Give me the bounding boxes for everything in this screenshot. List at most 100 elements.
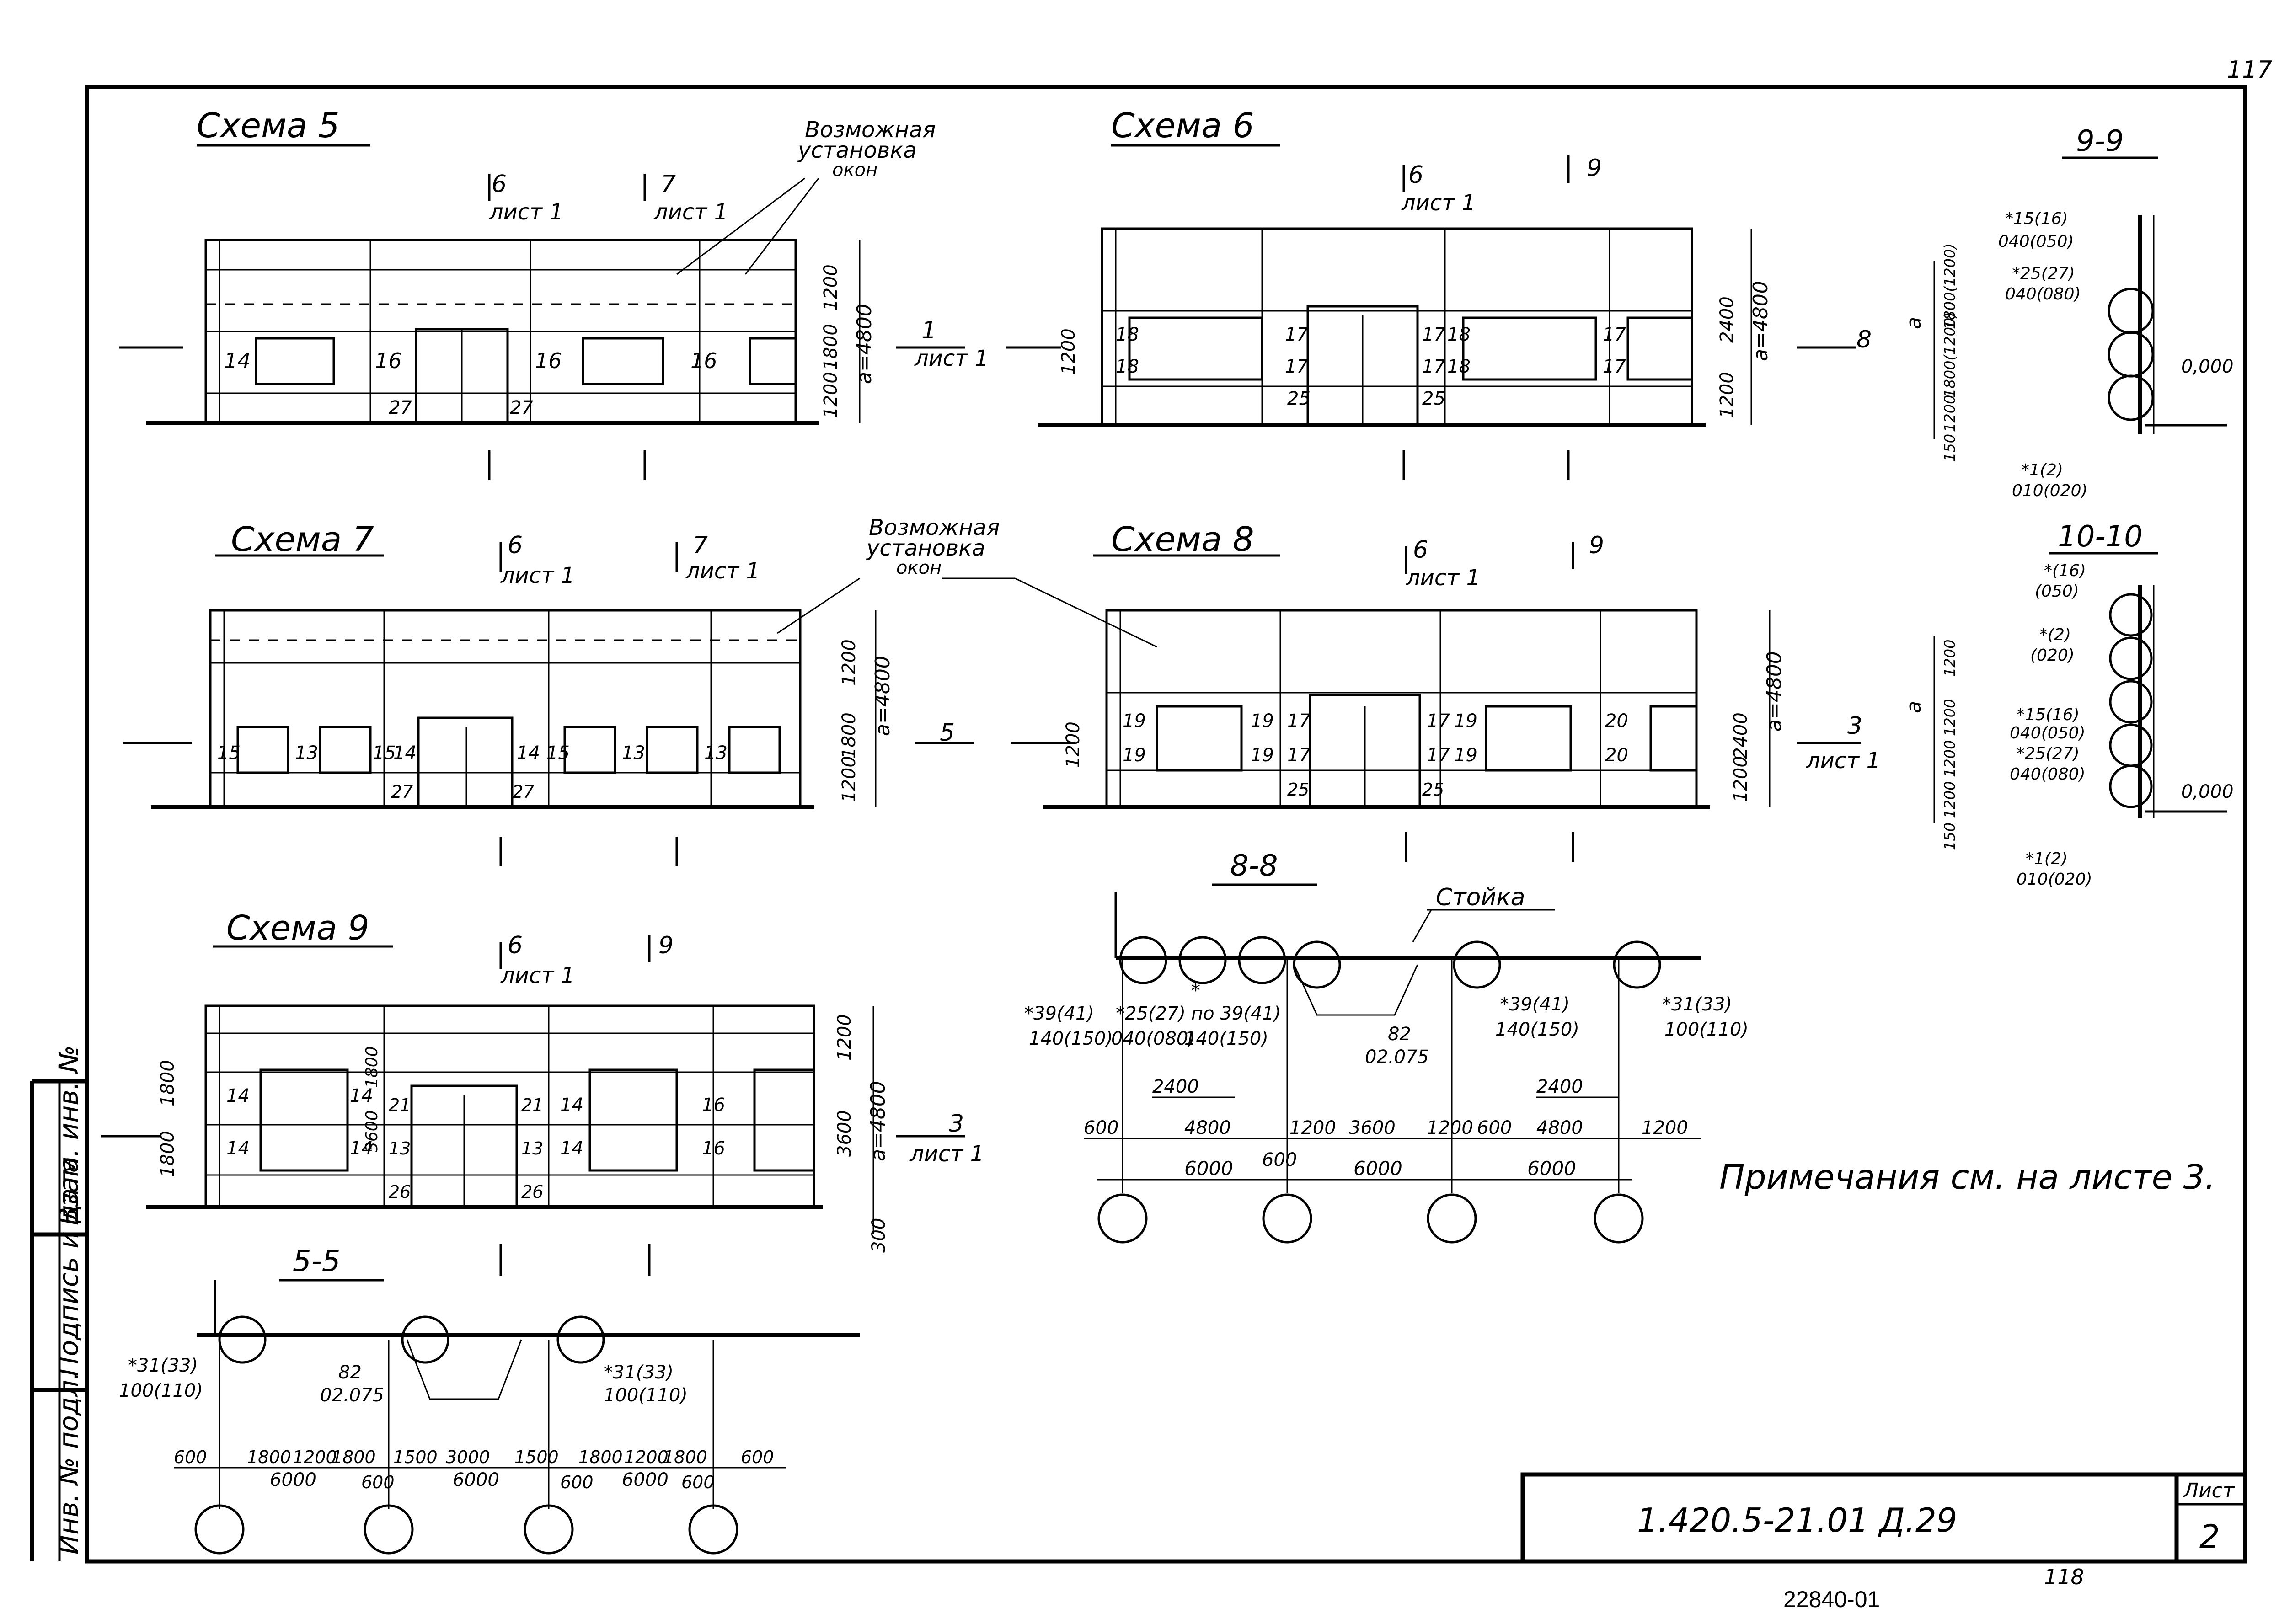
scheme-8-ref-6-sheet: лист 1: [1406, 565, 1480, 591]
scheme-6-mark-25b: 25: [1422, 388, 1445, 409]
sheet-number: 2: [2199, 1518, 2220, 1555]
section-9-9-dim-a: a: [1902, 317, 1926, 329]
section-5-5-callout-1: *31(33): [128, 1355, 198, 1376]
scheme-9-window-1: [259, 1068, 349, 1172]
scheme-7-ref-7: 7: [693, 532, 708, 559]
section-8-8-callout-5: *: [1191, 980, 1200, 1001]
section-10-10: 10-10 *(16) (050) *(2) (020) *15(16) 040…: [1902, 520, 2234, 889]
section-9-9-callout-4: 040(080): [2005, 285, 2081, 304]
scheme-5-mark-16b: 16: [535, 348, 562, 373]
section-5-5-axis-bubble-2: [364, 1504, 414, 1555]
scheme-9-mark-14c: 14: [350, 1085, 373, 1106]
section-5-5-dim-top-5: 1500: [393, 1447, 438, 1467]
section-10-10-level: 0,000: [2181, 781, 2234, 802]
scheme-9-mark-16a: 16: [702, 1095, 725, 1116]
section-5-5-dim-top-4: 1800: [332, 1447, 376, 1467]
scheme-7-door: [417, 716, 514, 808]
section-10-10-dim-5: 150: [1941, 823, 1958, 850]
section-8-8-title: 8-8: [1230, 849, 1278, 883]
section-5-5-dim-bottom-2: 600: [361, 1472, 395, 1492]
section-8-8-axis-bubble-2: [1262, 1193, 1312, 1244]
scheme-9-mark-14b: 14: [226, 1138, 250, 1159]
scheme-6-mark-18c: 18: [1447, 324, 1471, 345]
section-9-9-callout-3: *25(27): [2012, 264, 2075, 283]
scheme-7-title: Схема 7: [231, 520, 374, 559]
section-8-8-post-leader: [1412, 909, 1432, 942]
scheme-6-title: Схема 6: [1111, 106, 1254, 145]
scheme-7-ref-6-sheet: лист 1: [500, 563, 575, 588]
section-10-10-panel-1: [2109, 593, 2153, 637]
scheme-6-mark-17e: 17: [1603, 324, 1626, 345]
section-8-8-dim-bottom-2: 600: [1262, 1149, 1297, 1170]
section-5-5-callout-2: 100(110): [119, 1380, 203, 1401]
document-code: 1.420.5-21.01 Д.29: [1637, 1501, 1958, 1539]
scheme-7-dim-a: a=4800: [871, 656, 894, 736]
scheme-9-mark-21b: 21: [521, 1095, 543, 1115]
section-8-8-dim-mid-6: 600: [1477, 1117, 1512, 1138]
scheme-8-mark-17a: 17: [1287, 710, 1311, 732]
section-10-10-panel-5: [2109, 764, 2153, 808]
section-5-5-callout-6: 100(110): [604, 1385, 688, 1406]
section-8-8-column-1: [1119, 936, 1167, 984]
scheme-6-dim-a: a=4800: [1749, 281, 1772, 361]
section-9-9-panel-3: [2108, 374, 2154, 421]
scheme-7-window-4: [646, 726, 699, 774]
section-10-10-dim-2: 1200: [1941, 699, 1958, 736]
section-8-8-callout-9: 02.075: [1365, 1047, 1429, 1068]
scheme-7-dim-1: 1200: [839, 639, 860, 686]
scheme-7-dim-5: 1200: [839, 756, 860, 802]
scheme-6-window-1: [1128, 316, 1263, 381]
scheme-9-mark-16b: 16: [702, 1138, 725, 1159]
scheme-8-mark-19f: 19: [1454, 745, 1477, 766]
section-8-8-column-2: [1178, 936, 1227, 984]
section-5-5-dim-top-11: 600: [741, 1447, 774, 1467]
page-number-bottom: 118: [2044, 1565, 2084, 1589]
scheme-9-mark-13a: 13: [389, 1138, 411, 1159]
scheme-5-title: Схема 5: [197, 106, 340, 145]
section-5-5-dim-top-1: 600: [174, 1447, 207, 1467]
section-8-8-dim-mid-1: 600: [1084, 1117, 1118, 1138]
scheme-5-ref-7-sheet: лист 1: [653, 199, 728, 225]
section-8-8-dim-bottom-1: 6000: [1184, 1157, 1233, 1180]
section-9-9-dim-2: 1800(1200): [1941, 312, 1958, 398]
scheme-6-mark-17b: 17: [1285, 356, 1308, 377]
note-text: Примечания см. на листе 3.: [1719, 1158, 2215, 1197]
section-5-5-dim-bottom-5: 6000: [622, 1469, 669, 1490]
scheme-5-mark-14: 14: [224, 348, 251, 373]
section-8-8-dim-bottom-3: 6000: [1353, 1157, 1402, 1180]
scheme-8-mark-17b: 17: [1287, 745, 1311, 766]
scheme-5-window-2: [582, 337, 664, 385]
section-10-10-callout-2: (050): [2035, 582, 2079, 601]
section-5-5-dim-bottom-1: 6000: [270, 1469, 316, 1490]
section-9-9-panel-1: [2108, 288, 2154, 334]
scheme-9-ref-6-sheet: лист 1: [500, 963, 575, 988]
section-9-9-callout-6: 010(020): [2012, 481, 2088, 500]
scheme-8-dim-1: 1200: [1063, 721, 1084, 768]
section-9-9-callout-2: 040(050): [1998, 232, 2074, 251]
scheme-7-mark-15b: 15: [373, 743, 396, 764]
section-10-10-callout-7: *25(27): [2017, 744, 2080, 763]
section-5-5-callout-3: 82: [338, 1362, 362, 1383]
scheme-9-dim-1200: 1200: [834, 1014, 855, 1061]
scheme-6-dim-1: 1200: [1058, 328, 1079, 375]
sidebar-label-inv: Инв. № подл.: [53, 1372, 84, 1555]
section-5-5-dim-top-2: 1800: [247, 1447, 291, 1467]
section-8-8-callout-10: *39(41): [1500, 994, 1570, 1015]
scheme-6-ref-6: 6: [1408, 161, 1423, 189]
sidebar-label-signature: Подпись и дата: [53, 1157, 84, 1376]
scheme-9-mark-14d: 14: [350, 1138, 373, 1159]
section-9-9-dim-4: 150: [1941, 434, 1958, 462]
scheme-6-window-3: [1626, 316, 1693, 381]
section-8-8-dim-bottom-4: 6000: [1527, 1157, 1576, 1180]
scheme-5-note-leader-1: [676, 177, 805, 275]
scheme-7-mark-14b: 14: [517, 743, 540, 764]
section-10-10-callout-1: *(16): [2044, 561, 2086, 580]
scheme-9-dim-inner-1: 3600: [363, 1110, 381, 1152]
section-8-8-dim-top-1: 2400: [1152, 1076, 1199, 1097]
scheme-5-window-3: [749, 337, 797, 385]
scheme-6-window-2: [1462, 316, 1597, 381]
scheme-5-mark-16a: 16: [375, 348, 402, 373]
scheme-9-window-3: [753, 1068, 815, 1172]
scheme-9-mark-26b: 26: [521, 1182, 543, 1202]
section-8-8-post-label: Стойка: [1436, 884, 1525, 911]
